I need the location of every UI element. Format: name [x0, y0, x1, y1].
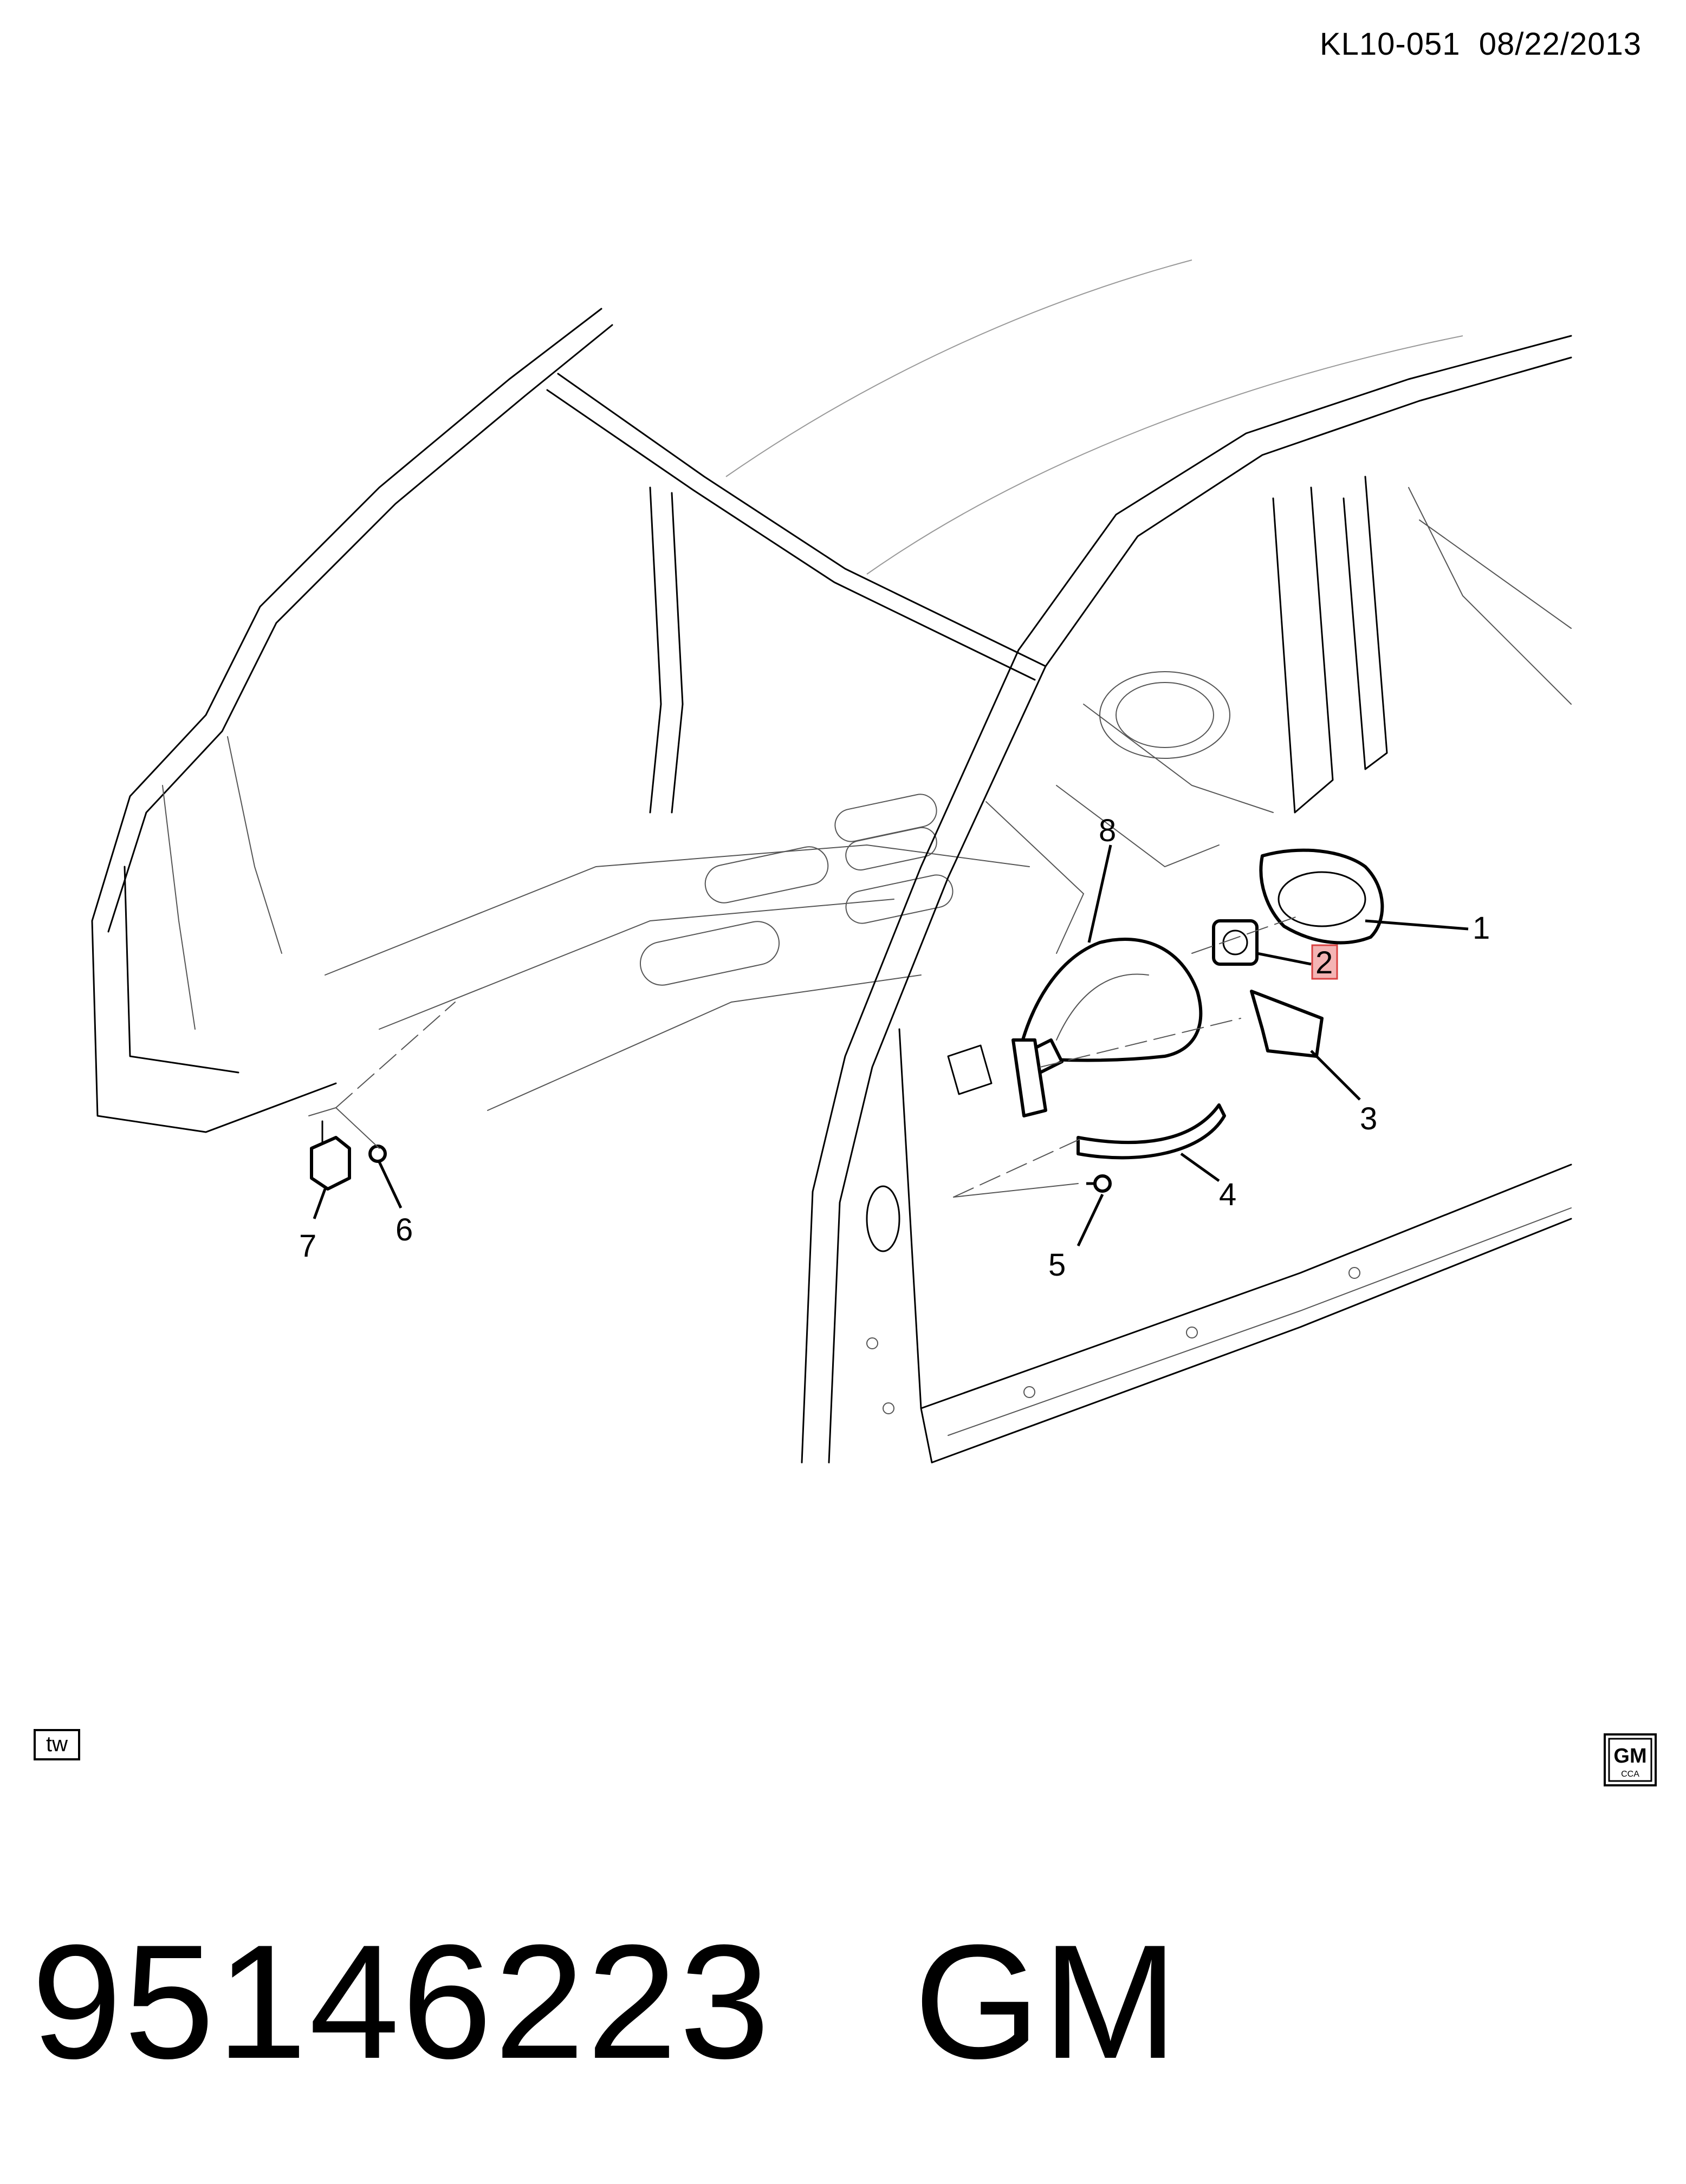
- mirror-base-bracket[interactable]: [1011, 1038, 1064, 1117]
- callout-2-highlight: [1311, 944, 1338, 980]
- part-5-screw[interactable]: [1086, 1174, 1112, 1193]
- part-number: 95146223: [31, 1910, 772, 2092]
- exploded-parts-diagram: 1 2 3 4 5 6 7 8: [91, 259, 1572, 1464]
- footer-part-number: 95146223 GM: [31, 1920, 1180, 2083]
- callout-8: 8: [1099, 813, 1116, 848]
- callout-6: 6: [395, 1212, 413, 1247]
- diagram-date: 08/22/2013: [1479, 27, 1642, 62]
- part-8-mirror-housing[interactable]: [1017, 938, 1203, 1062]
- cca-logo-text: CCA: [1621, 1770, 1639, 1779]
- part-7-sensor-module[interactable]: [310, 1120, 351, 1191]
- leader-lines: [308, 844, 1469, 1247]
- part-2-mirror-actuator[interactable]: [1212, 919, 1259, 966]
- callout-3: 3: [1360, 1101, 1377, 1136]
- gm-logo-text: GM: [1613, 1745, 1646, 1767]
- vehicle-body-outline: [91, 259, 1572, 1464]
- callout-1: 1: [1473, 911, 1490, 946]
- brand-name: GM: [913, 1910, 1181, 2092]
- callout-5: 5: [1048, 1247, 1066, 1283]
- tw-badge: tw: [34, 1729, 80, 1760]
- part-1-mirror-glass[interactable]: [1259, 848, 1384, 945]
- callout-labels: 1 2 3 4 5 6 7 8: [299, 813, 1490, 1283]
- callout-7: 7: [299, 1228, 316, 1264]
- diagram-header: KL10-051 08/22/2013: [1320, 26, 1642, 62]
- callout-4: 4: [1219, 1177, 1236, 1212]
- callout-2: 2: [1315, 945, 1333, 980]
- part-6-nut[interactable]: [368, 1145, 387, 1163]
- diagram-code: KL10-051: [1319, 27, 1461, 62]
- part-4-turn-signal-lamp[interactable]: [1077, 1103, 1226, 1160]
- gm-cca-logo: GM CCA: [1604, 1733, 1657, 1786]
- part-3-mirror-cover[interactable]: [1250, 990, 1324, 1058]
